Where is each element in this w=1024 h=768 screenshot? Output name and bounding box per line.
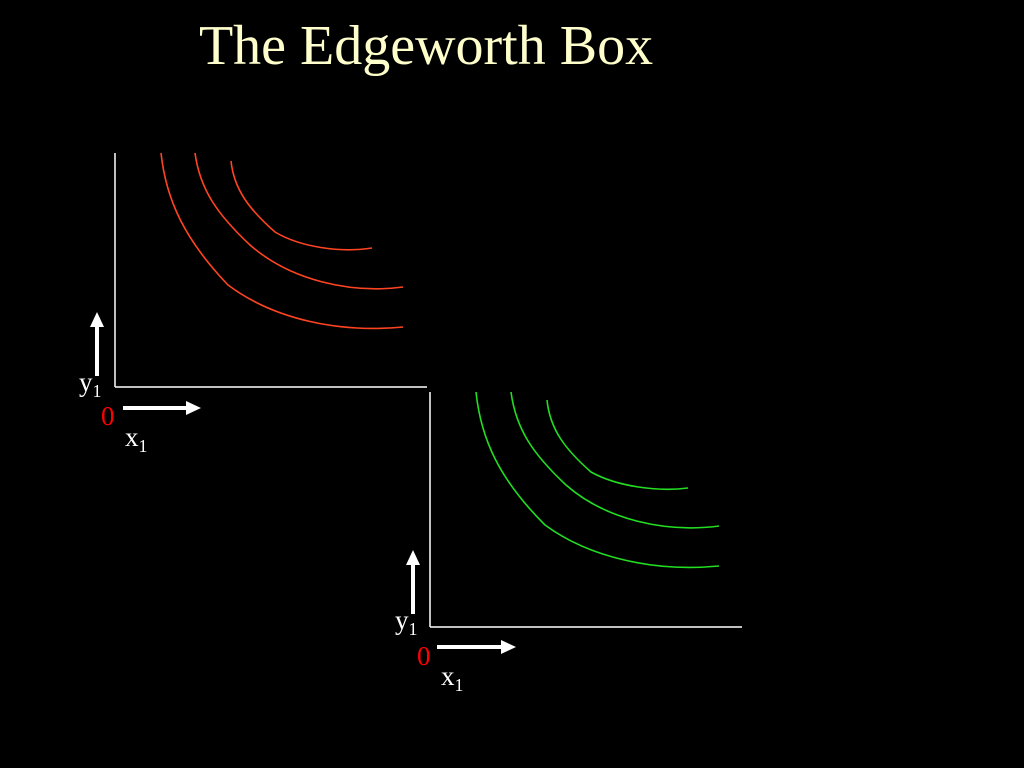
x-axis-label-2: x1 (441, 661, 464, 695)
y-axis-label-2-subscript: 1 (409, 619, 418, 639)
slide-title: The Edgeworth Box (198, 15, 654, 77)
indifference-curve-1c (230, 160, 373, 251)
x-direction-arrow-1 (123, 401, 201, 415)
y-axis-label-1-subscript: 1 (93, 381, 102, 401)
diagram-person-1: y1 0 x1 (79, 152, 427, 456)
indifference-curve-2c (546, 399, 689, 491)
x-axis-label-1-subscript: 1 (139, 436, 148, 456)
indifference-curve-2a (475, 391, 720, 569)
x-axis-label-2-subscript: 1 (455, 675, 464, 695)
x-axis-label-1-base: x (125, 422, 139, 452)
x-axis-label-1: x1 (125, 422, 148, 456)
y-direction-arrow-1 (90, 312, 104, 376)
indifference-curve-2b (510, 391, 720, 529)
indifference-curve-1b (194, 152, 404, 290)
y-direction-arrow-2 (406, 550, 420, 614)
y-axis-label-2-base: y (395, 605, 409, 635)
origin-label-1: 0 (101, 401, 115, 431)
y-axis-label-1-base: y (79, 367, 93, 397)
y-axis-label-2: y1 (395, 605, 418, 639)
x-axis-label-2-base: x (441, 661, 455, 691)
x-direction-arrow-2 (437, 640, 516, 654)
indifference-curve-1a (160, 152, 404, 330)
origin-label-2: 0 (417, 641, 431, 671)
y-axis-label-1: y1 (79, 367, 102, 401)
diagram-person-2: y1 0 x1 (395, 391, 742, 695)
